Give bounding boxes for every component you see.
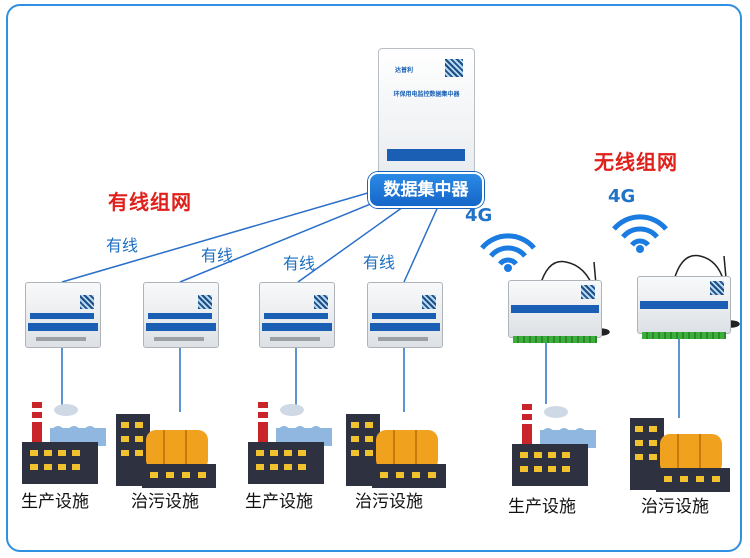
qr-code-icon [581,285,595,299]
wire-link-1 [61,189,379,283]
hub-label: 数据集中器 [368,172,484,208]
wired-terminal-device [25,282,101,348]
signal-icon-b [612,214,668,253]
qr-code-icon [445,59,463,77]
diagram-frame [6,4,742,552]
wire-label-1: 有线 [106,236,139,255]
factory-icon-2 [248,402,332,484]
hub-device-strip [387,149,465,161]
treatment-plant-icon-3 [630,418,730,492]
qr-code-icon [198,295,212,309]
signal-label-b: 4G [608,186,636,207]
treatment-plant-icon-2 [346,414,446,488]
4g-terminal-device [508,280,602,343]
hub-brand-label: 达普利 [395,67,414,74]
signal-label-a: 4G [465,205,493,226]
factory-icon-3 [512,404,596,486]
wire-link-3 [297,201,411,283]
data-concentrator-device: 达普利 环保用电监控数据集中器 [378,48,475,176]
qr-code-icon [314,295,328,309]
factory-icon-1 [22,402,106,484]
wire-link-4 [403,201,441,283]
wire-link-2 [179,195,391,283]
qr-code-icon [710,281,724,295]
facility-label-treatment: 治污设施 [641,497,709,517]
wired-network-title: 有线组网 [108,190,192,214]
wire-label-3: 有线 [283,254,316,273]
wired-terminal-device [367,282,443,348]
wired-terminal-device [143,282,219,348]
hub-device-name: 环保用电监控数据集中器 [393,91,460,98]
wired-terminal-device [259,282,335,348]
terminal-block [513,336,597,343]
wire-label-4: 有线 [363,253,396,272]
wireless-network-title: 无线组网 [594,150,678,174]
facility-label-treatment: 治污设施 [131,492,199,512]
facility-label-production: 生产设施 [21,492,89,512]
qr-code-icon [80,295,94,309]
signal-icon-a [480,233,536,272]
treatment-plant-icon-1 [116,414,216,488]
4g-terminal-device [637,276,731,339]
facility-label-production: 生产设施 [245,492,313,512]
qr-code-icon [422,295,436,309]
facility-label-treatment: 治污设施 [355,492,423,512]
facility-label-production: 生产设施 [508,497,576,517]
terminal-block [642,332,726,339]
wire-label-2: 有线 [201,246,234,265]
